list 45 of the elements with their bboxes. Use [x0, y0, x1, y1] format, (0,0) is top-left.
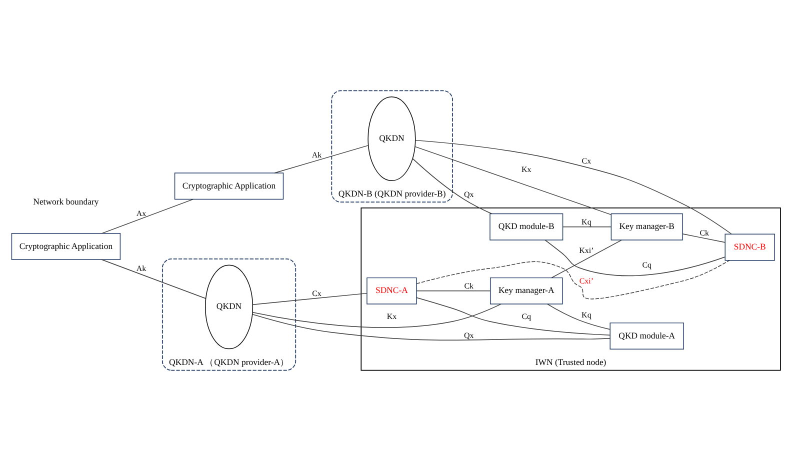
edge-label: Qx [464, 331, 474, 340]
edge-label: Ck [464, 282, 474, 291]
connector [101, 259, 206, 299]
edge-label: Cq [642, 260, 652, 270]
label: Network boundary [33, 196, 99, 206]
node-ellipse: QKDN [205, 264, 254, 350]
connector [252, 292, 368, 305]
connector [551, 240, 622, 278]
connector [412, 158, 492, 214]
node-box: QKD module-A [610, 322, 684, 350]
edge-label: Cx [582, 156, 592, 166]
edge-label: Kq [582, 310, 592, 320]
connector [562, 226, 612, 228]
node-box: Key manager-B [610, 213, 683, 240]
connector [414, 146, 612, 216]
edge-label: Cq [522, 312, 532, 322]
connector [274, 145, 369, 174]
edge-label: Ak [312, 150, 322, 160]
node-box: SDNC-B [724, 234, 775, 261]
edge-label: Qx [464, 190, 474, 199]
edge-label: Kx [386, 312, 397, 322]
edge-label: Cx [312, 288, 322, 298]
edge-label: Ax [136, 208, 146, 218]
connector [682, 234, 726, 243]
connector [416, 290, 491, 292]
edge-label: Kq [582, 218, 592, 227]
connector [252, 314, 610, 341]
edge-label: Kxi’ [579, 246, 594, 255]
connector [416, 260, 730, 300]
edge-label: Ak [136, 264, 146, 274]
node-box: SDNC-A [366, 277, 417, 304]
connector [252, 304, 502, 328]
connector [101, 198, 194, 234]
connector [544, 240, 726, 276]
edge-label: Ck [700, 228, 710, 238]
edge-label: Cxi’ [579, 276, 594, 286]
connector [416, 297, 610, 336]
node-box: Key manager-A [490, 277, 563, 304]
node-box: Cryptographic Application [11, 233, 121, 260]
connector [546, 304, 610, 330]
node-ellipse: QKDN [368, 96, 416, 181]
node-box: Cryptographic Application [174, 172, 284, 200]
node-box: QKD module-B [490, 213, 564, 240]
edge-label: Kx [522, 165, 532, 174]
connector [415, 140, 732, 234]
